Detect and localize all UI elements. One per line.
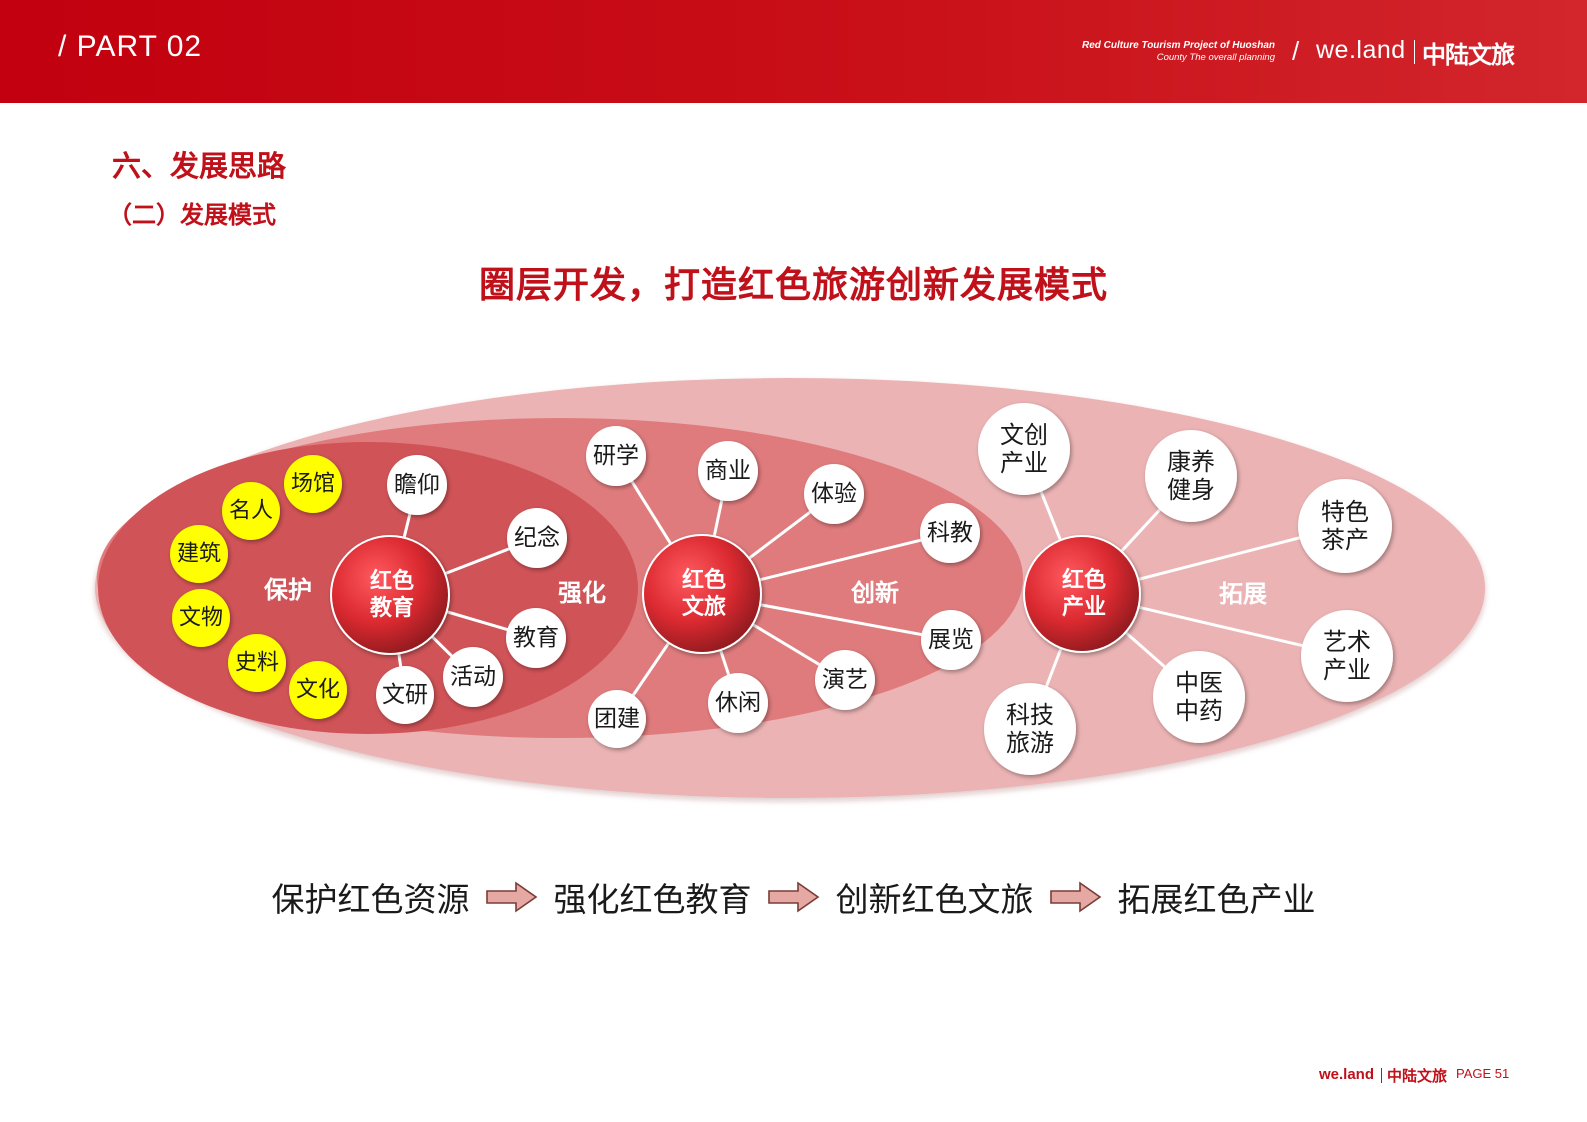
item-label: 纪念: [514, 525, 560, 551]
item-label: 展览: [928, 627, 974, 653]
layer-label: 创新: [850, 579, 899, 607]
item-label: 旅游: [1006, 729, 1054, 757]
item-label: 特色: [1321, 498, 1369, 526]
resource-node: [284, 455, 342, 513]
arrow-right-icon: [485, 881, 537, 913]
item-node: [387, 455, 447, 515]
subsection-title: （二）发展模式: [108, 201, 276, 229]
item-node: [588, 690, 646, 748]
flow-step-protect: 保护红色资源: [271, 880, 470, 919]
brand-logo-cn: 中陆文旅: [1422, 41, 1515, 69]
resource-node: [289, 661, 347, 719]
item-node: [815, 650, 875, 710]
resource-node: [170, 525, 228, 583]
resource-label: 文物: [179, 606, 223, 631]
item-label: 研学: [593, 443, 639, 469]
core-label: 红色: [682, 567, 726, 593]
flow-step-expand: 拓展红色产业: [1117, 880, 1316, 919]
item-node: [984, 683, 1076, 775]
layer-label: 保护: [263, 576, 312, 604]
project-subtitle: Red Culture Tourism Project of Huoshan C…: [1082, 40, 1275, 64]
footer-brand-en: we.land: [1319, 1066, 1375, 1083]
core-label: 红色: [370, 568, 414, 594]
project-line-1: Red Culture Tourism Project of Huoshan: [1082, 40, 1275, 51]
brand-logo-en: we.land: [1316, 36, 1406, 64]
item-label: 文研: [382, 682, 428, 708]
item-label: 教育: [513, 625, 559, 651]
core-label: 教育: [370, 595, 414, 621]
item-label: 中药: [1175, 697, 1223, 725]
layer-label: 拓展: [1219, 580, 1267, 608]
item-node: [1298, 479, 1392, 573]
item-label: 休闲: [715, 690, 761, 716]
item-node: [708, 673, 768, 733]
footer-divider: [1381, 1068, 1382, 1083]
resource-node: [172, 589, 230, 647]
item-node: [698, 441, 758, 501]
header-slash: /: [1292, 36, 1300, 66]
main-title: 圈层开发，打造红色旅游创新发展模式: [478, 265, 1108, 306]
item-node: [920, 503, 980, 563]
resource-label: 名人: [229, 499, 273, 524]
item-label: 科教: [927, 520, 973, 546]
item-label: 产业: [1323, 656, 1371, 684]
part-label: / PART 02: [58, 30, 203, 63]
item-node: [507, 508, 567, 568]
item-label: 艺术: [1323, 628, 1371, 656]
arrow-right-icon: [1049, 881, 1101, 913]
layer-label: 强化: [558, 579, 606, 607]
item-node: [978, 403, 1070, 495]
item-label: 健身: [1167, 476, 1215, 504]
resource-label: 场馆: [291, 472, 335, 497]
flow-step-strengthen: 强化红色教育: [553, 880, 752, 919]
item-label: 中医: [1175, 669, 1223, 697]
project-line-2: County The overall planning: [1156, 52, 1275, 63]
core-label: 文旅: [682, 594, 726, 620]
core-industry: [1025, 537, 1139, 651]
header-bar: / PART 02 Red Culture Tourism Project of…: [0, 0, 1587, 103]
item-label: 科技: [1006, 701, 1054, 729]
item-node: [1153, 651, 1245, 743]
page-number: PAGE 51: [1456, 1066, 1510, 1081]
item-node: [376, 666, 434, 724]
item-node: [586, 426, 646, 486]
development-flow: 保护红色资源 强化红色教育 创新红色文旅 拓展红色产业: [0, 872, 1587, 922]
core-tourism: [644, 536, 760, 652]
item-label: 商业: [705, 458, 751, 484]
resource-label: 建筑: [177, 542, 221, 567]
footer-brand-cn: 中陆文旅: [1387, 1067, 1448, 1085]
item-label: 瞻仰: [394, 472, 440, 498]
core-education: [332, 537, 448, 653]
item-label: 产业: [1000, 449, 1048, 477]
resource-node: [228, 634, 286, 692]
section-title: 六、发展思路: [112, 149, 287, 183]
item-node: [443, 647, 503, 707]
brand-divider: [1414, 40, 1415, 64]
resource-label: 史料: [235, 651, 279, 676]
item-label: 文创: [1000, 421, 1048, 449]
core-label: 产业: [1062, 595, 1106, 620]
core-label: 红色: [1062, 567, 1106, 593]
item-label: 体验: [811, 481, 857, 507]
item-label: 演艺: [822, 667, 868, 693]
arrow-right-icon: [767, 881, 819, 913]
item-label: 活动: [450, 664, 496, 690]
resource-node: [222, 482, 280, 540]
item-label: 茶产: [1321, 526, 1369, 554]
flow-step-innovate: 创新红色文旅: [835, 880, 1034, 919]
item-node: [1301, 610, 1393, 702]
item-label: 康养: [1167, 448, 1215, 476]
item-node: [506, 608, 566, 668]
item-node: [1145, 430, 1237, 522]
item-label: 团建: [594, 706, 640, 732]
item-node: [804, 464, 864, 524]
resource-label: 文化: [296, 678, 340, 703]
item-node: [921, 610, 981, 670]
